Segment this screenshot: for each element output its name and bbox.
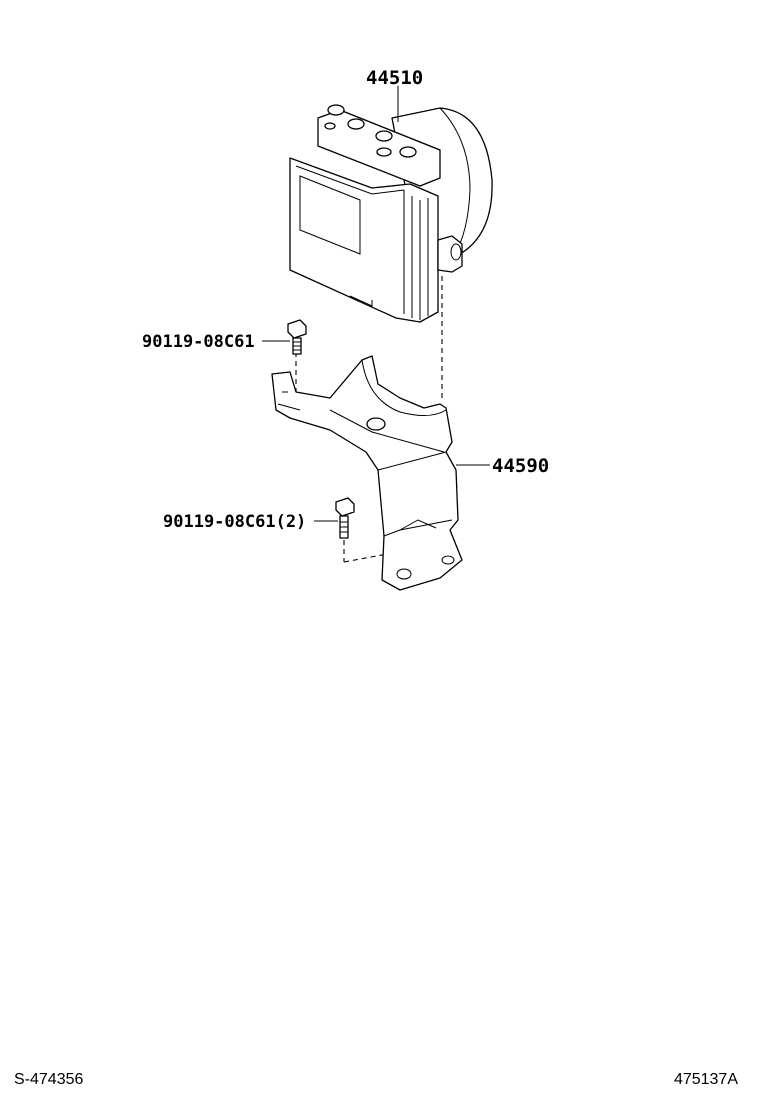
bolt-upper bbox=[262, 319, 307, 355]
port-caps bbox=[324, 104, 417, 158]
footer-right-code: 475137A bbox=[673, 1071, 738, 1088]
bolt-lower bbox=[314, 497, 355, 539]
label-44590: 44590 bbox=[492, 455, 549, 477]
footer-left-code: S-474356 bbox=[14, 1071, 84, 1088]
label-bolt-upper: 90119-08C61 bbox=[142, 332, 255, 352]
bracket bbox=[271, 355, 490, 591]
label-bolt-lower: 90119-08C61(2) bbox=[163, 512, 306, 532]
abs-actuator bbox=[289, 86, 493, 323]
label-44510: 44510 bbox=[366, 67, 423, 89]
